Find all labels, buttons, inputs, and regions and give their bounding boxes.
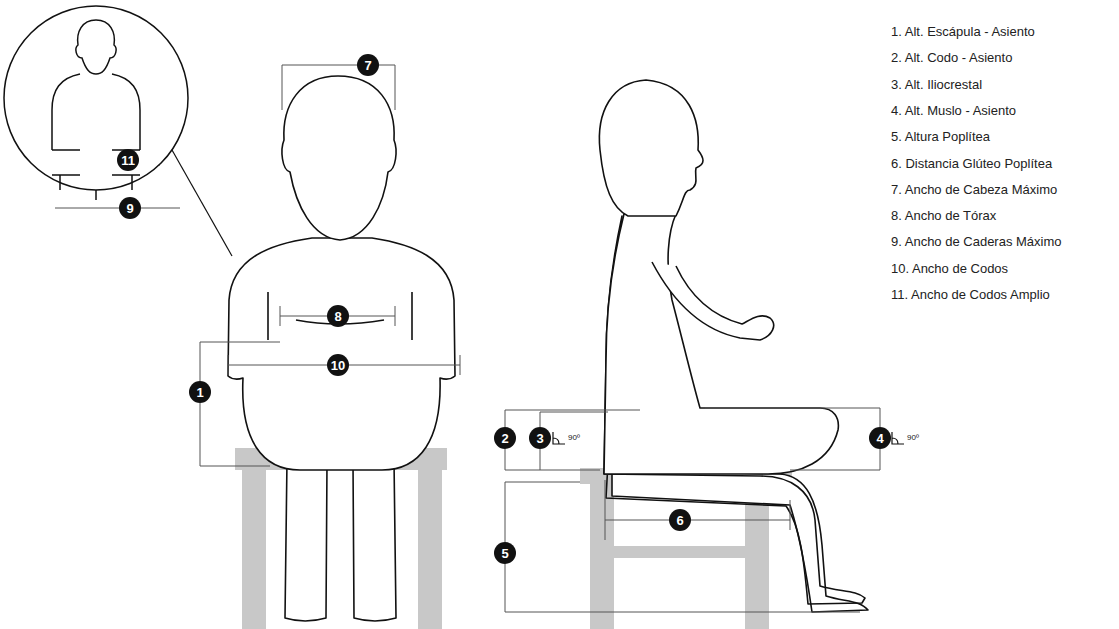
callout-number: 11 xyxy=(117,149,139,171)
callout-number: 2 xyxy=(494,427,516,449)
callout-text: 8 xyxy=(334,310,341,323)
callout-number: 9 xyxy=(119,197,141,219)
child-side xyxy=(599,80,868,612)
measure-name: 5. Altura Poplítea xyxy=(891,129,990,145)
child-front xyxy=(228,76,455,621)
callout-number: 3 xyxy=(529,427,551,449)
callout-text: 4 xyxy=(876,432,883,445)
callout-text: 9 xyxy=(126,202,133,215)
callout-text: 5 xyxy=(501,547,508,560)
callout-number: 8 xyxy=(327,305,349,327)
dimension-lines xyxy=(55,65,880,612)
angle-label: 90º xyxy=(567,433,581,443)
callout-number: 6 xyxy=(669,509,691,531)
measure-name: 11. Ancho de Codos Amplio xyxy=(891,287,1050,303)
measure-name: 10. Ancho de Codos xyxy=(891,261,1008,277)
callout-number: 7 xyxy=(357,54,379,76)
inset xyxy=(4,6,232,256)
angle-label: 90º xyxy=(906,433,920,443)
angle-symbols xyxy=(553,432,904,444)
measure-name: 3. Alt. Iliocrestal xyxy=(891,77,982,93)
measure-name: 1. Alt. Escápula - Asiento xyxy=(891,24,1035,40)
callout-text: 7 xyxy=(364,59,371,72)
callout-text: 1 xyxy=(196,386,203,399)
callout-text: 6 xyxy=(676,514,683,527)
measure-name: 9. Ancho de Caderas Máximo xyxy=(891,234,1062,250)
callout-number: 1 xyxy=(189,381,211,403)
callout-text: 3 xyxy=(536,432,543,445)
measure-name: 2. Alt. Codo - Asiento xyxy=(891,50,1012,66)
callout-text: 11 xyxy=(121,154,135,167)
callout-text: 10 xyxy=(331,359,345,372)
measure-name: 4. Alt. Muslo - Asiento xyxy=(891,103,1016,119)
callout-number: 10 xyxy=(327,354,349,376)
callout-number: 4 xyxy=(869,427,891,449)
measure-name: 7. Ancho de Cabeza Máximo xyxy=(891,182,1057,198)
measure-name: 8. Ancho de Tórax xyxy=(891,208,996,224)
measure-name: 6. Distancia Glúteo Poplítea xyxy=(891,156,1052,172)
callout-number: 5 xyxy=(494,542,516,564)
callout-text: 2 xyxy=(501,432,508,445)
